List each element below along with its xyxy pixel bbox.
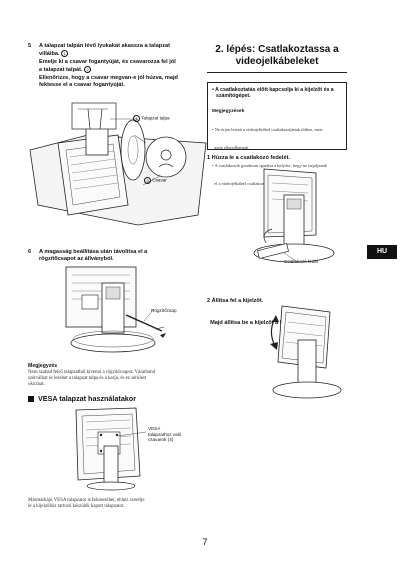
step-5-line-1: A talapzat talpán lévő lyukakat akassza …	[39, 43, 170, 49]
callout-connector-cover: Csatlakozó fedél	[284, 259, 318, 264]
vesa-heading: VESA talapzat használatakor	[28, 394, 136, 403]
display-tilt-illustration	[270, 305, 342, 399]
section-heading: 2. lépés: Csatlakoztassa a videojelkábel…	[207, 44, 347, 68]
step-6-number: 6	[28, 249, 32, 255]
step-5-line-5: Ellenőrizze, hogy a csavar megvan-e jól …	[39, 74, 178, 81]
marker-2: 2	[84, 66, 92, 74]
note-line-1: Nem szabad felső talapzatból kivenni a r…	[28, 370, 156, 375]
step-6-line-1: A magasság beállítása után távolítsa el …	[39, 249, 148, 255]
step-5-line-6: fektesse el a csavar fogantyúját.	[39, 82, 125, 88]
callout-locking-pin: Rögzítőcsap	[151, 308, 177, 313]
step-5-line-2: villáiba. 1	[39, 50, 209, 58]
step-1-instruction: 1 Húzza le a csatlakozó fedelét.	[207, 155, 291, 161]
heading-rule	[207, 72, 347, 73]
connector-cover-removal-illustration	[253, 168, 335, 263]
notes-body: • Ne érjen hozzá a videojelkábel csatlak…	[212, 127, 328, 186]
warning-text: • A csatlakoztatás előtt kapcsolja ki a …	[212, 87, 334, 100]
notes-title: Megjegyzések	[212, 109, 245, 114]
page-number: 7	[202, 537, 208, 547]
section-heading-line-2: videojelkábeleket	[235, 56, 319, 67]
section-marker-icon	[28, 395, 34, 402]
step-5-line-4: a talapzat talpát. 2	[39, 66, 209, 74]
note-line-3: okozhat.	[28, 382, 45, 388]
step-6-instructions: A magasság beállítása után távolítsa el …	[39, 249, 209, 264]
callout-screw: 3 Csavar	[144, 177, 167, 184]
warning-box: • A csatlakoztatás előtt kapcsolja ki a …	[207, 82, 347, 186]
section-heading-line-1: 2. lépés: Csatlakoztassa a	[215, 44, 339, 55]
language-tab-hu: HU	[367, 245, 397, 259]
callout-vesa-screws: VESA talapzathoz való csavarok (4)	[148, 426, 182, 442]
step-5-instructions: A talapzat talpán lévő lyukakat akassza …	[39, 43, 209, 89]
step-5-number: 5	[28, 43, 32, 49]
note-body: Nem szabad felső talapzatból kivenni a r…	[28, 370, 208, 389]
vesa-mount-illustration	[75, 407, 147, 491]
stand-base-attachment-illustration	[29, 102, 207, 226]
marker-1-callout: 1	[133, 115, 140, 122]
step-5-line-3: Emelje ki a csavar fogantyúját, és csava…	[39, 58, 176, 65]
note-line-2: szétválhat és leesbet a talapzat talpa é…	[28, 376, 147, 382]
locking-pin-removal-illustration	[65, 266, 166, 353]
callout-stand-base: 1 Talapzat talpa	[133, 115, 170, 122]
note-title: Megjegyzés	[28, 363, 58, 369]
vesa-caption: Másmárkájú VESA talapzatot is felszerelh…	[28, 498, 145, 510]
marker-1: 1	[61, 50, 69, 58]
marker-3-callout: 3	[144, 177, 151, 184]
step-6-line-2: rögzítőcsapot az állványból.	[39, 256, 114, 263]
